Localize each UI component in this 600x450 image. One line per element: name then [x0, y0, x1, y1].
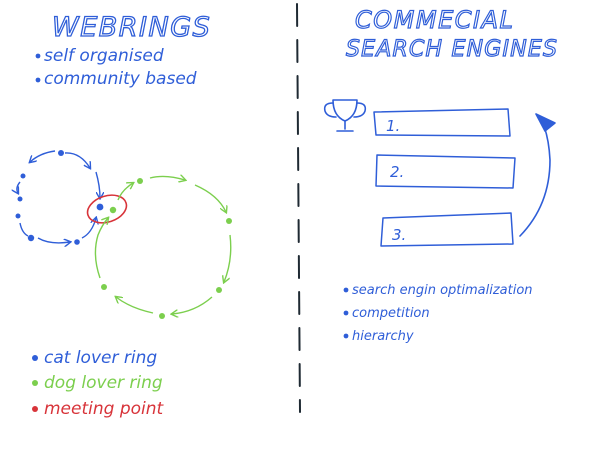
search-engines-title-line1: COMMECIAL: [355, 6, 514, 34]
ring-node: [96, 203, 104, 211]
ring-link: [194, 184, 226, 212]
ring-link: [81, 218, 96, 239]
ring-link: [64, 152, 90, 168]
ring-node: [27, 234, 35, 242]
webrings-bullet-1: self organised: [44, 46, 164, 66]
bullet-dot: [35, 77, 41, 83]
rank-box-2: [375, 154, 516, 189]
bullet-dot: [343, 310, 349, 316]
ring-node: [137, 178, 143, 184]
ring-node: [15, 213, 21, 219]
rank-label-3: 3.: [392, 226, 406, 244]
legend-dot-blue: [32, 355, 38, 361]
rank-label-2: 2.: [390, 163, 404, 181]
rank-label-1: 1.: [386, 117, 400, 135]
upward-arrow-icon: [519, 113, 556, 237]
search-engines-title-line2: SEARCH ENGINES: [346, 37, 558, 62]
search-bullet-3: hierarchy: [352, 329, 414, 344]
ring-link: [116, 297, 154, 314]
webrings-bullet-2: community based: [44, 69, 197, 89]
bullet-dot: [35, 53, 41, 59]
ring-link: [37, 237, 70, 243]
ring-node: [109, 206, 117, 214]
search-bullet-2: competition: [352, 306, 430, 321]
ring-link: [30, 150, 56, 162]
ring-node: [58, 150, 64, 156]
ring-node: [159, 313, 165, 319]
legend-meeting-point: meeting point: [44, 399, 165, 419]
ring-node: [226, 218, 232, 224]
ring-link: [17, 181, 21, 193]
bullet-dot: [343, 287, 349, 293]
trophy-icon: [323, 99, 367, 132]
ring-link: [117, 183, 133, 201]
cat-lover-ring: [16, 150, 104, 245]
rank-box-3: [380, 212, 514, 247]
webrings-title: WEBRINGS: [52, 12, 211, 43]
legend-dot-green: [32, 380, 38, 386]
ring-link: [224, 234, 232, 282]
ring-node: [20, 173, 26, 179]
ring-link: [94, 218, 108, 279]
dashed-divider: [296, 3, 301, 413]
rank-box-1: [373, 108, 511, 137]
meeting-point: [86, 194, 128, 224]
ring-node: [216, 287, 222, 293]
legend-dog-lover-ring: dog lover ring: [44, 373, 163, 393]
legend-cat-lover-ring: cat lover ring: [44, 348, 157, 368]
ring-link: [95, 171, 100, 198]
ring-link: [172, 296, 213, 314]
search-bullet-1: search engin optimalization: [352, 283, 533, 298]
ring-node: [74, 239, 80, 245]
ring-node: [101, 284, 107, 290]
ring-node: [17, 196, 23, 202]
ring-link: [19, 222, 29, 237]
dog-lover-ring: [94, 176, 232, 319]
legend-dot-red: [32, 406, 38, 412]
bullet-dot: [343, 333, 349, 339]
ring-link: [149, 176, 185, 180]
